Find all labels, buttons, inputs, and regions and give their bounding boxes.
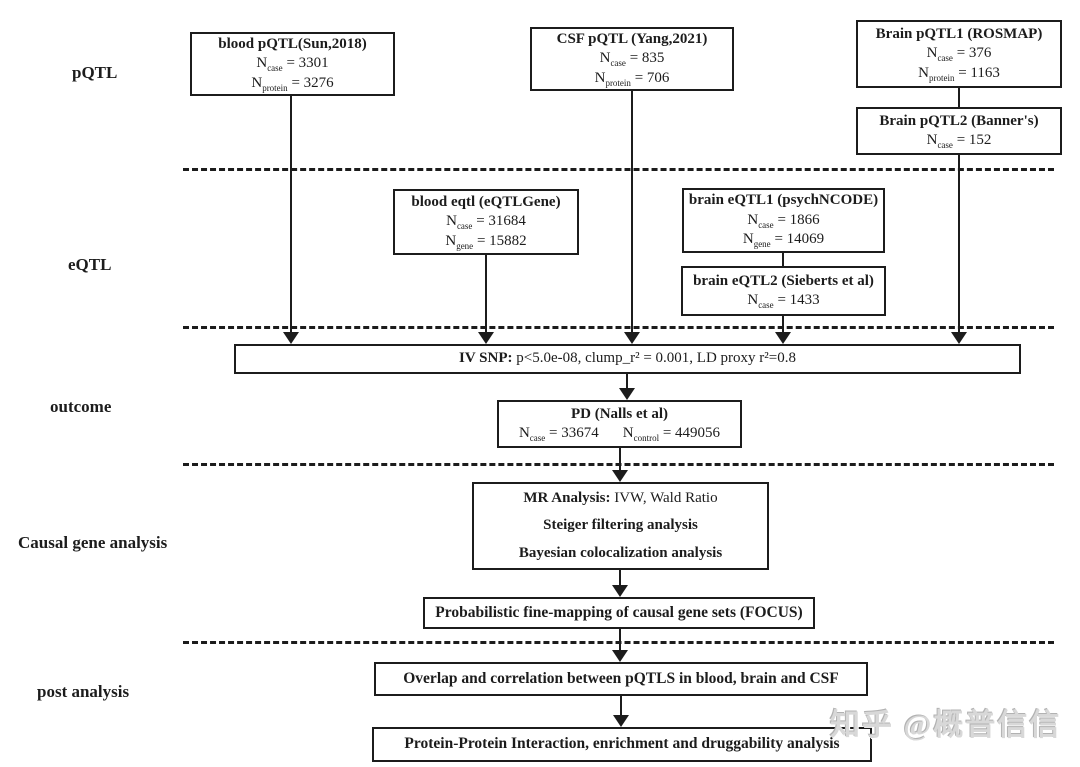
box-focus-title: Probabilistic fine-mapping of causal gen… [435,603,803,621]
arrow-overlap-to-ppi [613,696,629,727]
box-blood-pqtl-title: blood pQTL(Sun,2018) [218,35,367,52]
stat-line: Ncase = 1433 [747,292,820,310]
box-brain-eqtl1: brain eQTL1 (psychNCODE) Ncase = 1866 Ng… [682,188,885,253]
dashed-separator-outcome-causal [183,463,1054,466]
stat-line: Nprotein = 1163 [918,64,1000,83]
arrowhead-icon [612,585,628,597]
arrowhead-icon [283,332,299,344]
arrowhead-icon [624,332,640,344]
section-label-post-analysis: post analysis [37,682,130,701]
arrow-blood-eqtl-to-iv-snp [478,255,494,344]
arrow-brain-pqtl2-to-iv-snp [951,155,967,344]
box-csf-pqtl: CSF pQTL (Yang,2021) Ncase = 835 Nprotei… [530,27,734,91]
box-brain-pqtl1-title: Brain pQTL1 (ROSMAP) [875,25,1043,42]
box-focus: Probabilistic fine-mapping of causal gen… [423,597,815,629]
section-label-outcome: outcome [50,397,112,416]
zhihu-watermark: 知乎 @概普信信 [830,709,1062,742]
stat-line: Ncase = 3301 [256,55,329,74]
box-brain-pqtl2-title: Brain pQTL2 (Banner's) [879,112,1039,129]
mr-line-1: MR Analysis: IVW, Wald Ratio [523,489,718,506]
box-mr-analysis: MR Analysis: IVW, Wald Ratio Steiger fil… [472,482,769,570]
arrowhead-icon [775,332,791,344]
stat-line: Ncase = 835 [599,50,665,69]
box-brain-pqtl1: Brain pQTL1 (ROSMAP) Ncase = 376 Nprotei… [856,20,1062,88]
stat-line: Ncase = 152 [926,132,992,150]
box-ppi-title: Protein-Protein Interaction, enrichment … [404,735,840,753]
dashed-separator-causal-post [183,641,1054,644]
stat-line: Ncase = 1866 [747,211,820,230]
box-ppi-enrichment: Protein-Protein Interaction, enrichment … [372,727,872,762]
arrow-brain-eqtl2-to-iv-snp [775,316,791,344]
box-blood-eqtl-title: blood eqtl (eQTLGene) [411,193,561,210]
mr-line-2: Steiger filtering analysis [543,517,698,534]
box-csf-pqtl-title: CSF pQTL (Yang,2021) [556,30,708,47]
arrow-mr-analysis-to-focus [612,570,628,597]
dashed-separator-eqtl-ivsnp [183,326,1054,329]
arrowhead-icon [612,650,628,662]
box-blood-pqtl: blood pQTL(Sun,2018) Ncase = 3301 Nprote… [190,32,395,96]
box-brain-eqtl2: brain eQTL2 (Sieberts et al) Ncase = 143… [681,266,886,316]
box-overlap-title: Overlap and correlation between pQTLS in… [403,669,839,687]
section-label-causal-gene-analysis: Causal gene analysis [18,533,168,552]
arrow-blood-pqtl-to-iv-snp [283,96,299,344]
arrowhead-icon [613,715,629,727]
arrowhead-icon [619,388,635,400]
box-iv-snp: IV SNP: p<5.0e-08, clump_r² = 0.001, LD … [234,344,1021,374]
stat-line: Nprotein = 3276 [251,74,334,93]
stat-line: Ncase = 376 [926,45,992,64]
box-blood-eqtl: blood eqtl (eQTLGene) Ncase = 31684 Ngen… [393,189,579,255]
stat-line: Ngene = 15882 [445,232,527,251]
connector-brain-pqtl1-to-brain-pqtl2 [951,88,967,107]
section-label-eqtl: eQTL [68,255,112,274]
arrowhead-icon [478,332,494,344]
dashed-separator-pqtl-eqtl [183,168,1054,171]
iv-snp-label: IV SNP: p<5.0e-08, clump_r² = 0.001, LD … [459,350,796,367]
box-brain-eqtl1-title: brain eQTL1 (psychNCODE) [688,192,879,209]
stat-line: Ngene = 14069 [742,231,825,250]
arrowhead-icon [612,470,628,482]
connector-brain-eqtl1-to-brain-eqtl2 [775,253,791,266]
arrow-csf-pqtl-to-iv-snp [624,91,640,344]
section-label-pqtl: pQTL [72,63,118,82]
box-brain-eqtl2-title: brain eQTL2 (Sieberts et al) [693,272,874,289]
arrowhead-icon [951,332,967,344]
mr-line-3: Bayesian colocalization analysis [518,544,723,561]
arrow-iv-snp-to-pd [619,374,635,400]
box-overlap-correlation: Overlap and correlation between pQTLS in… [374,662,868,696]
box-brain-pqtl2: Brain pQTL2 (Banner's) Ncase = 152 [856,107,1062,155]
box-pd-title: PD (Nalls et al) [570,405,669,422]
stat-line: Ncase = 31684 [446,213,526,232]
stat-line: Nprotein = 706 [594,69,670,88]
arrow-focus-to-overlap [612,629,628,662]
arrow-pd-to-mr-analysis [612,448,628,482]
